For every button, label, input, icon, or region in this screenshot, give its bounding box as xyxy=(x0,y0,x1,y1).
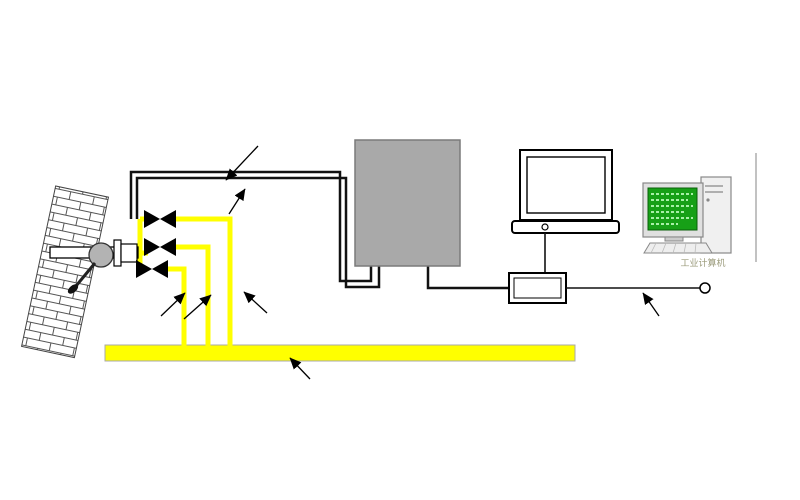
valve-handle xyxy=(74,262,97,287)
annotation-arrow xyxy=(228,188,246,215)
ball-valve-body xyxy=(88,242,114,268)
terminal-connector xyxy=(699,282,711,294)
sample-tubing xyxy=(137,216,233,347)
annotation-arrow xyxy=(243,291,268,314)
annotation-arrow xyxy=(160,292,186,317)
industrial-computer: 工业计算机 xyxy=(642,176,732,269)
valve-icon xyxy=(144,238,176,256)
laptop-monitor xyxy=(511,149,620,234)
annotation-arrows xyxy=(160,145,660,380)
sampling-probe xyxy=(49,239,139,294)
annotation-arrow xyxy=(183,294,212,320)
valve-manifold xyxy=(136,210,176,278)
annotation-arrow xyxy=(642,292,660,317)
computer-keyboard xyxy=(643,242,713,254)
analyzer-cabinet xyxy=(354,139,461,267)
annotation-arrow xyxy=(289,357,311,380)
signal-cables xyxy=(129,170,509,290)
industrial-computer-label: 工业计算机 xyxy=(680,257,725,269)
computer-tower xyxy=(700,176,732,254)
valve-icon xyxy=(136,260,168,278)
heated-sample-line xyxy=(104,344,576,362)
valve-icon xyxy=(144,210,176,228)
annotation-arrow xyxy=(225,145,259,181)
junction-box xyxy=(508,272,567,304)
brick-wall xyxy=(20,185,110,359)
